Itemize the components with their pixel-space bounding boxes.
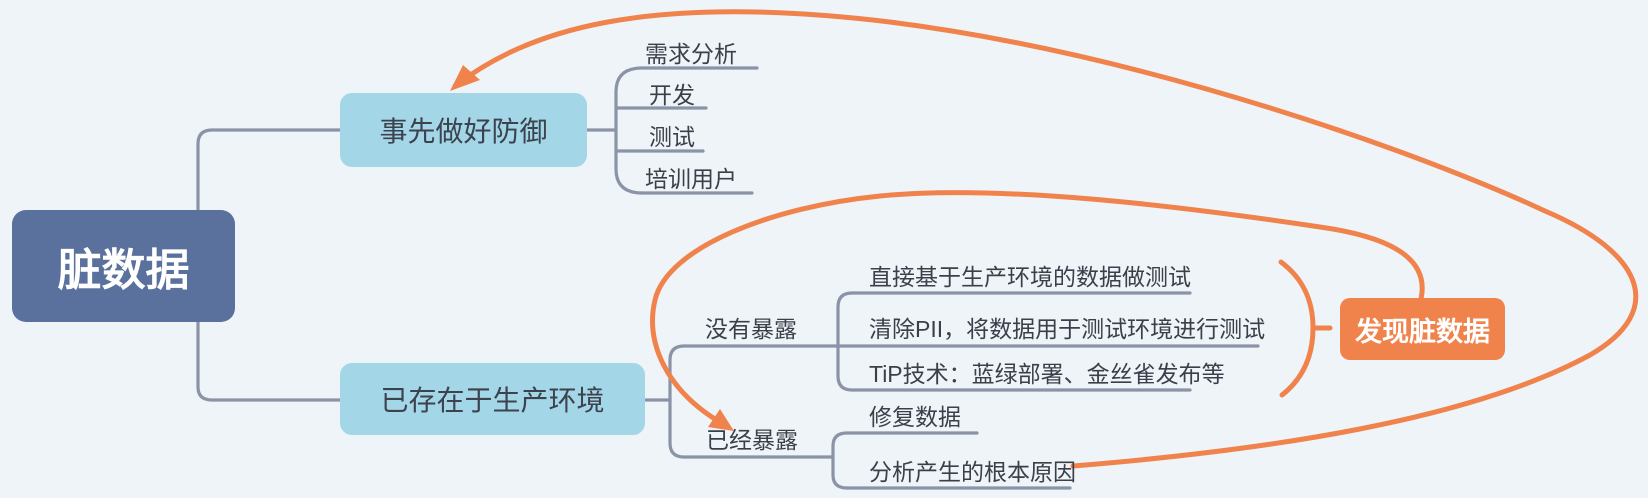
group-brace[interactable] xyxy=(1278,259,1316,398)
leaf-analyze-root-cause[interactable]: 分析产生的根本原因 xyxy=(869,459,1076,485)
connector-defense-children xyxy=(614,66,644,195)
arrowhead-to-defense-icon xyxy=(450,65,480,91)
leaf-not-exposed[interactable]: 没有暴露 xyxy=(705,316,797,342)
node-root[interactable]: 脏数据 xyxy=(12,210,235,322)
relationship-arrow-rootcause-to-defense[interactable] xyxy=(452,9,1639,469)
connector-not-exposed-children xyxy=(836,291,854,392)
leaf-requirement-analysis[interactable]: 需求分析 xyxy=(645,41,737,67)
leaf-clear-pii-test[interactable]: 清除PII，将数据用于测试环境进行测试 xyxy=(869,316,1266,342)
leaf-fix-data[interactable]: 修复数据 xyxy=(869,404,961,430)
connector-prod-children xyxy=(668,344,686,459)
leaf-exposed[interactable]: 已经暴露 xyxy=(706,427,798,453)
node-existing-in-production[interactable]: 已存在于生产环境 xyxy=(340,363,645,435)
node-discover-dirty-data[interactable]: 发现脏数据 xyxy=(1340,298,1505,360)
leaf-test[interactable]: 测试 xyxy=(649,124,695,150)
node-defense[interactable]: 事先做好防御 xyxy=(340,93,587,167)
leaf-train-users[interactable]: 培训用户 xyxy=(645,166,737,192)
arrowhead-to-exposed-icon xyxy=(708,409,734,431)
leaf-tip-tech[interactable]: TiP技术：蓝绿部署、金丝雀发布等 xyxy=(869,361,1225,387)
leaf-direct-prod-data-test[interactable]: 直接基于生产环境的数据做测试 xyxy=(869,264,1191,290)
connector-exposed-children xyxy=(831,431,849,490)
leaf-develop[interactable]: 开发 xyxy=(649,82,695,108)
relationship-arrow-discover-to-exposed[interactable] xyxy=(650,190,1425,424)
